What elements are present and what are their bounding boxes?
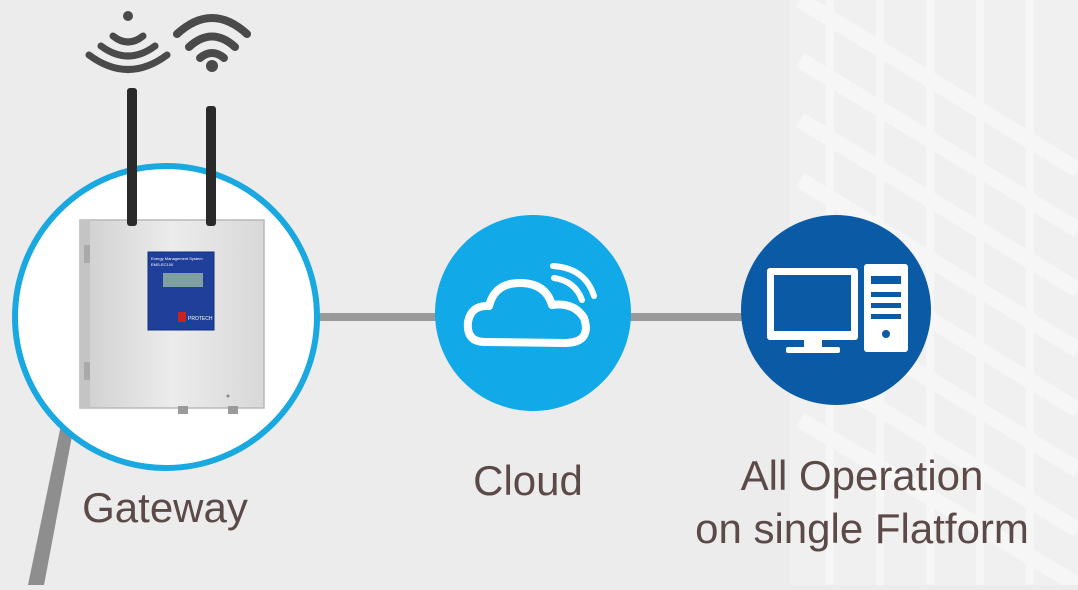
gateway-label: Gateway xyxy=(82,484,248,531)
platform-node xyxy=(741,215,931,405)
antenna-left xyxy=(127,88,137,226)
device-panel-title: Energy Management System xyxy=(151,256,203,261)
mounting-pole xyxy=(28,420,75,585)
cloud-node xyxy=(435,215,631,411)
device-panel-model: EMS-EC100 xyxy=(151,262,174,267)
platform-label-line1: All Operation xyxy=(740,452,984,499)
antenna-right xyxy=(206,106,216,226)
cloud-circle xyxy=(435,215,631,411)
wifi-icon xyxy=(173,14,251,72)
cloud-icon xyxy=(463,263,597,347)
platform-label-line2: on single Flatform xyxy=(695,505,1029,552)
desktop-computer-icon xyxy=(767,264,908,353)
gateway-device-photo: Energy Management System EMS-EC100 PROTE… xyxy=(79,219,265,414)
device-brand: PROTECH xyxy=(188,316,213,322)
gateway-node: Energy Management System EMS-EC100 PROTE… xyxy=(12,88,320,471)
signal-broadcast-icon xyxy=(85,11,171,73)
cloud-label: Cloud xyxy=(473,457,583,504)
